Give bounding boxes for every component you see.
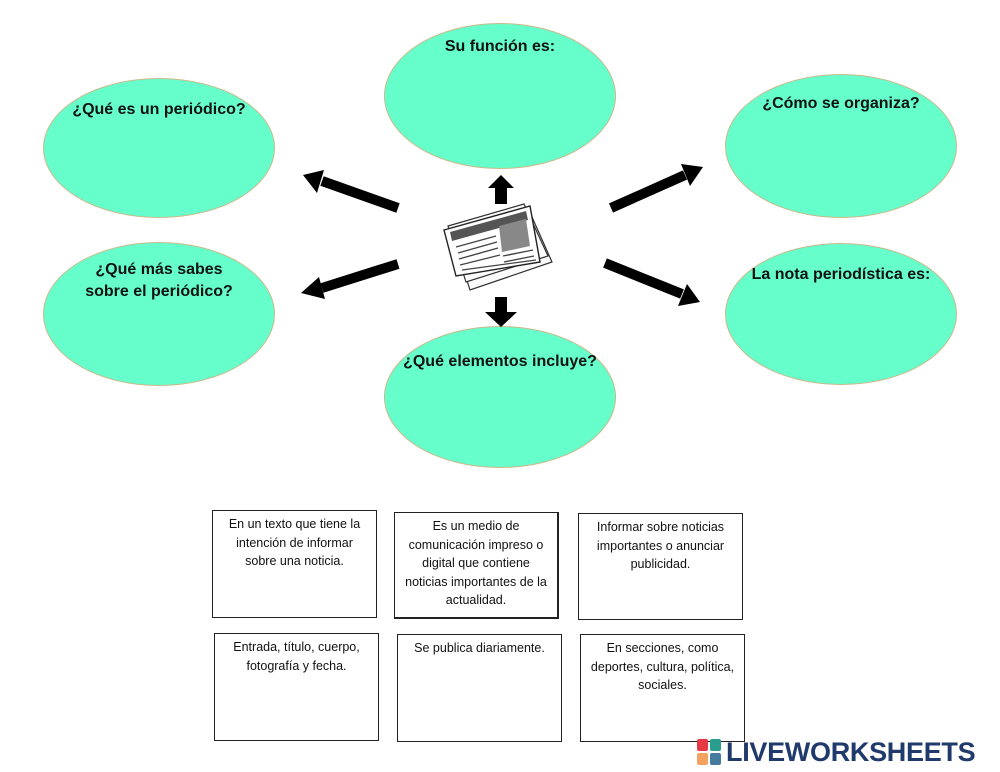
answer-card[interactable]: En secciones, como deportes, cultura, po… (580, 634, 745, 742)
answer-card[interactable]: Se publica diariamente. (397, 634, 562, 742)
bubble-what-is-newspaper: ¿Qué es un periódico? (43, 78, 275, 218)
bubble-news-note-label: La nota periodística es: (751, 266, 931, 283)
arrow-lower-left (301, 259, 400, 299)
arrow-down (485, 297, 517, 327)
bubble-function: Su función es: (384, 23, 616, 169)
bubble-elements: ¿Qué elementos incluye? (384, 326, 616, 468)
bubble-what-is-newspaper-label: ¿Qué es un periódico? (72, 101, 246, 118)
bubble-organization: ¿Cómo se organiza? (725, 74, 957, 218)
arrow-up (488, 175, 514, 204)
arrow-upper-right (608, 164, 703, 213)
liveworksheets-brand: LIVEWORKSHEETS (696, 736, 976, 768)
arrow-lower-right (603, 258, 700, 306)
answer-card-text: En secciones, como deportes, cultura, po… (590, 641, 735, 692)
bubble-news-note: La nota periodística es: (725, 243, 957, 385)
liveworksheets-wordmark: LIVEWORKSHEETS (726, 736, 976, 767)
bubble-function-label: Su función es: (444, 38, 556, 55)
answer-card[interactable]: Entrada, título, cuerpo, fotografía y fe… (214, 633, 379, 741)
answer-card-text: Informar sobre noticias importantes o an… (596, 520, 725, 571)
answer-card[interactable]: Informar sobre noticias importantes o an… (578, 513, 743, 620)
answer-card-text: Es un medio de comunicación impreso o di… (405, 519, 547, 607)
answer-card-text: Entrada, título, cuerpo, fotografía y fe… (233, 640, 360, 673)
bubble-elements-label: ¿Qué elementos incluye? (403, 353, 597, 370)
bubble-more-about-label: ¿Qué más sabes sobre el periódico? (85, 261, 233, 300)
answer-card[interactable]: Es un medio de comunicación impreso o di… (394, 512, 559, 619)
arrow-upper-left (303, 170, 400, 213)
liveworksheets-logo-icon (697, 739, 721, 765)
answer-card[interactable]: En un texto que tiene la intención de in… (212, 510, 377, 618)
newspaper-icon (443, 203, 553, 291)
bubble-organization-label: ¿Cómo se organiza? (762, 95, 920, 112)
answer-card-text: Se publica diariamente. (414, 641, 545, 655)
bubble-more-about: ¿Qué más sabes sobre el periódico? (43, 242, 275, 386)
answer-card-text: En un texto que tiene la intención de in… (228, 517, 361, 568)
